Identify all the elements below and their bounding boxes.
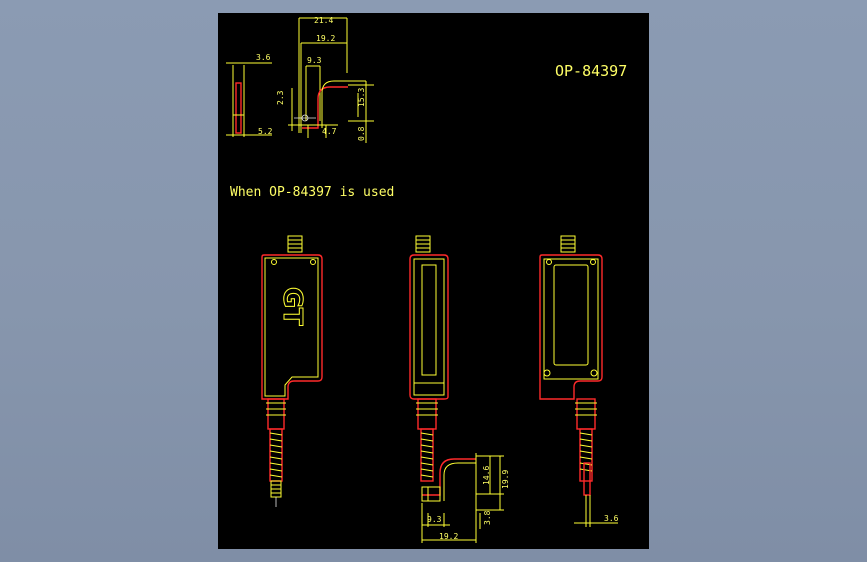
dim-3-8: 3.8 [483,510,492,525]
sensor-view-left [261,235,323,507]
dim-9-3: 9.3 [307,56,322,65]
part-number-label: OP-84397 [555,62,627,80]
dim-3-6-bottom: 3.6 [604,514,619,523]
dim-19-2-bottom: 19.2 [439,532,458,541]
dim-21-4: 21.4 [314,16,333,25]
gt-logo: GT [277,287,307,326]
dim-19-9: 19.9 [501,470,510,489]
dim-4-7: 4.7 [322,127,337,136]
drawing-sheet[interactable]: 3.6 5.2 21.4 19.2 9.3 4.7 2.3 15.3 0.8 O… [218,13,649,549]
usage-note: When OP-84397 is used [230,185,394,200]
dim-5-2: 5.2 [258,127,273,136]
sensor-view-right [539,235,618,527]
dim-2-3: 2.3 [276,90,285,105]
dim-15-3: 15.3 [357,88,366,107]
dim-3-6: 3.6 [256,53,271,62]
bracket-side-view [226,62,272,137]
bracket-front-view [288,17,374,143]
dim-14-6: 14.6 [482,466,491,485]
cad-drawing: 3.6 5.2 21.4 19.2 9.3 4.7 2.3 15.3 0.8 O… [226,16,627,543]
sensor-view-middle [409,235,504,543]
dim-19-2: 19.2 [316,34,335,43]
dim-0-8: 0.8 [357,126,366,141]
dim-9-3-bottom: 9.3 [427,515,442,524]
